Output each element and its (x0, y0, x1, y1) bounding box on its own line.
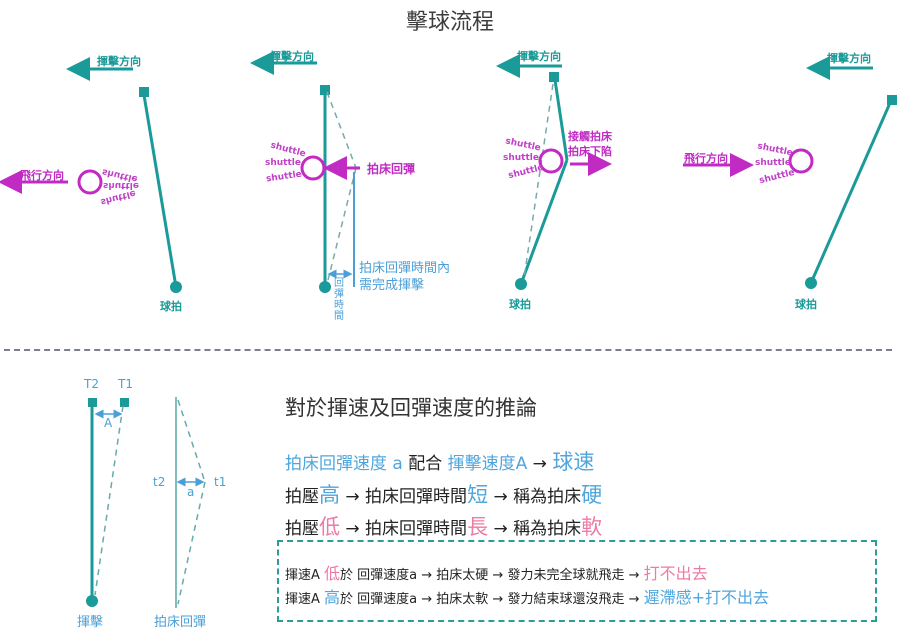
combine-text: 配合 (402, 454, 448, 474)
stage3-swing-direction-label: 揮擊方向 (517, 50, 561, 63)
rebound-time-char: 時 (334, 300, 344, 311)
a-label: a (187, 485, 195, 499)
stage-2 (250, 51, 360, 293)
text: → 稱為拍床 (488, 519, 582, 539)
t2-label: t2 (153, 475, 166, 489)
stage1-racket-label: 球拍 (160, 300, 182, 313)
cannot-hit-out-text: 打不出去 (643, 564, 708, 583)
swing-speed-text: 揮擊速度A (447, 454, 528, 474)
text: → 拍床回彈時間 (340, 487, 468, 507)
inference-line-2: 拍壓高 → 拍床回彈時間短 → 稱為拍床硬 (285, 479, 602, 509)
inference-line-3: 拍壓低 → 拍床回彈時間長 → 稱為拍床軟 (285, 511, 602, 541)
text: → 拍床回彈時間 (340, 519, 468, 539)
swing-label: 揮擊 (77, 615, 104, 630)
text: 於 回彈速度a → 拍床太軟 → 發力結束球還沒飛走 → (340, 592, 644, 607)
stage2-swing-direction-label: 揮擊方向 (270, 50, 314, 63)
long-text: 長 (467, 515, 489, 539)
low-text: 低 (319, 515, 340, 539)
swing-vs-rebound-diagram (86, 397, 206, 608)
stage3-shuttle-label-2: shuttle (503, 153, 539, 163)
stage-3 (496, 54, 612, 290)
text: 拍壓 (285, 487, 319, 507)
soft-text: 軟 (581, 515, 603, 539)
stage4-swing-direction-label: 揮擊方向 (827, 52, 871, 65)
conclusion-row-1: 揮速A 低於 回彈速度a → 拍床太硬 → 發力未完全球就飛走 → 打不出去 (285, 560, 708, 584)
rebound-speed-text: 拍床回彈速度 a (285, 454, 403, 474)
racket-bed-rebound-label: 拍床回彈 (154, 615, 207, 630)
A-label: A (104, 416, 113, 430)
conclusion-box (277, 540, 877, 622)
T1-label: T1 (118, 377, 133, 391)
ball-speed-text: 球速 (552, 450, 595, 474)
stage3-racket-label: 球拍 (509, 298, 531, 311)
lag-cannot-hit-out-text: 遲滯感+打不出去 (643, 588, 770, 607)
high-text: 高 (319, 483, 340, 507)
text: → 稱為拍床 (488, 487, 582, 507)
higher-text: 高 (324, 588, 341, 607)
conclusion-row-2: 揮速A 高於 回彈速度a → 拍床太軟 → 發力結束球還沒飛走 → 遲滯感+打不… (285, 584, 769, 608)
hard-text: 硬 (581, 483, 603, 507)
stage4-racket-label: 球拍 (795, 298, 817, 311)
stage2-rebound-label: 拍床回彈 (367, 162, 416, 176)
rebound-time-char: 回 (334, 278, 344, 289)
stage4-shuttle-label-2: shuttle (755, 158, 791, 168)
section-divider (4, 349, 892, 351)
stage3-contact-line1: 接觸拍床 (568, 130, 612, 143)
arrow-text: → (527, 454, 553, 474)
stage2-shuttle-label-2: shuttle (265, 158, 301, 168)
short-text: 短 (467, 483, 489, 507)
rebound-time-char: 間 (334, 311, 344, 322)
lower-text: 低 (324, 564, 341, 583)
stage1-flight-direction-label: 飛行方向 (20, 169, 64, 182)
stage3-contact-line2: 拍床下陷 (568, 145, 612, 158)
t1-label: t1 (214, 475, 227, 489)
page-title: 擊球流程 (405, 10, 494, 35)
stage-1 (0, 57, 182, 293)
text: 拍壓 (285, 519, 319, 539)
stage-4 (683, 56, 897, 289)
inference-heading: 對於揮速及回彈速度的推論 (285, 396, 537, 420)
stage2-note-line1: 拍床回彈時間內 (359, 261, 451, 276)
stage1-swing-direction-label: 揮擊方向 (97, 55, 141, 68)
text: 揮速A (285, 592, 325, 607)
rebound-time-char: 彈 (334, 289, 344, 300)
stage2-note-line2: 需完成揮擊 (359, 278, 425, 293)
inference-line-1: 拍床回彈速度 a 配合 揮擊速度A → 球速 (285, 446, 594, 476)
stage2-rebound-time-vertical-label: 回 彈 時 間 (334, 278, 345, 322)
stage4-flight-direction-label: 飛行方向 (684, 152, 728, 165)
T2-label: T2 (84, 377, 99, 391)
text: 於 回彈速度a → 拍床太硬 → 發力未完全球就飛走 → (340, 568, 644, 583)
text: 揮速A (285, 568, 325, 583)
